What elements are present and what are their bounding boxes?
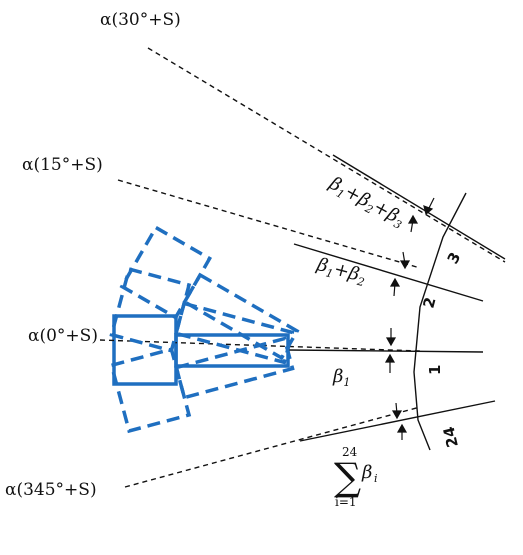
label-alpha-30: α(30°+S) xyxy=(100,10,181,30)
svg-text:i=1: i=1 xyxy=(335,495,357,509)
reference-line-15 xyxy=(117,179,421,269)
tool-position-30 xyxy=(119,225,300,361)
label-beta-sum-3: β1+β2+β3 xyxy=(324,172,408,231)
segment-number-2: 2 xyxy=(419,295,439,310)
tool-position-345 xyxy=(109,336,295,434)
tool-head-345 xyxy=(109,347,192,434)
axis-line-345 xyxy=(299,400,496,442)
label-alpha-15: α(15°+S) xyxy=(22,155,103,175)
svg-text:β1+β2+β3: β1+β2+β3 xyxy=(324,172,408,231)
tool-head-0 xyxy=(112,314,178,386)
axis-line-0 xyxy=(287,349,484,353)
svg-text:∑: ∑ xyxy=(334,455,361,499)
axis-line-15 xyxy=(293,243,484,302)
svg-text:i: i xyxy=(374,472,378,485)
label-alpha-345: α(345°+S) xyxy=(5,480,97,500)
workpiece-boundary xyxy=(413,192,467,451)
tool-shank-345 xyxy=(174,336,295,400)
segment-number-1: 1 xyxy=(426,365,444,375)
tool-position-15 xyxy=(109,266,295,365)
reference-line-30 xyxy=(147,47,506,263)
label-alpha-0: α(0°+S) xyxy=(28,326,98,346)
axis-line-30 xyxy=(332,154,506,260)
svg-text:β: β xyxy=(361,462,372,483)
arrow-markers xyxy=(384,197,435,440)
tool-head-15 xyxy=(109,266,192,353)
tool-shank-0 xyxy=(174,333,290,368)
tool-head-30 xyxy=(119,225,213,320)
tool-shank-30 xyxy=(182,272,300,361)
segment-number-3: 3 xyxy=(444,249,465,267)
label-beta-summation: 24 ∑ β i i=1 xyxy=(334,445,378,509)
segment-number-24: 24 xyxy=(440,425,462,449)
label-beta-1: β1 xyxy=(332,366,350,389)
label-beta-sum-2: β1+β2 xyxy=(313,254,368,289)
svg-text:β1+β2: β1+β2 xyxy=(313,254,368,289)
svg-text:24: 24 xyxy=(342,445,358,459)
reference-line-345 xyxy=(124,406,421,488)
